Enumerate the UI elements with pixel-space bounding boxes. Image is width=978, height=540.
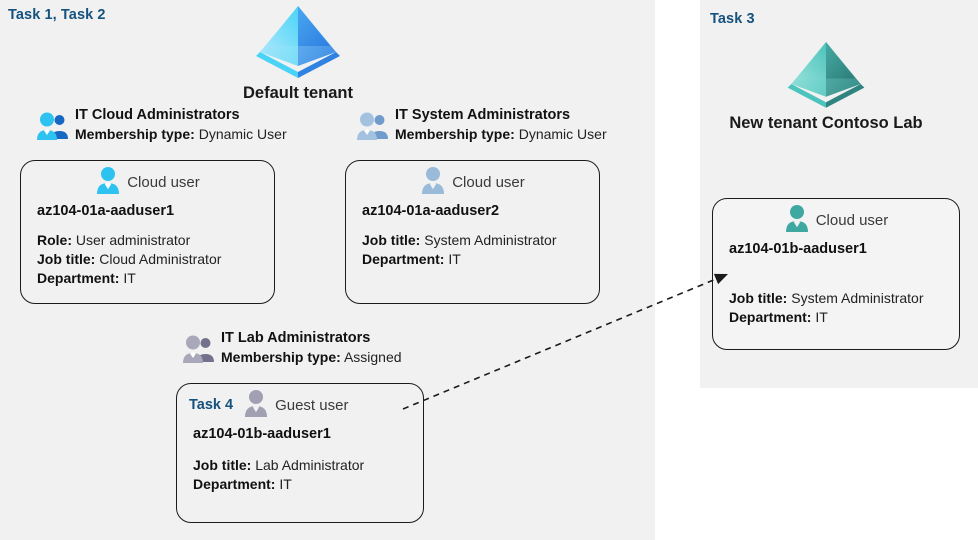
user-card-guest-az104-01b-aaduser1[interactable]: Task 4 Guest user az104-01b-aaduser1 Job… [176,383,424,523]
azure-ad-tenant-icon [726,38,926,113]
group-it-cloud-administrators: IT Cloud Administrators Membership type:… [36,106,287,146]
default-tenant-name: Default tenant [242,84,353,102]
attribute-label: Job title: [362,232,421,248]
attribute-label: Department: [193,476,276,492]
attribute-label: Job title: [193,457,252,473]
attribute-row: Department: IT [193,475,423,494]
group-text-block: IT System Administrators Membership type… [395,106,607,144]
group-text-block: IT Lab Administrators Membership type: A… [221,329,402,367]
username: az104-01a-aaduser1 [37,203,175,219]
card-header: Task 4 Guest user [177,389,423,422]
attribute-row: Job title: System Administrator [362,231,599,250]
cloud-user-icon [420,166,446,199]
attribute-value: Cloud Administrator [99,251,222,267]
group-name: IT Lab Administrators [221,330,371,346]
group-it-system-administrators: IT System Administrators Membership type… [356,106,607,146]
group-membership: Membership type: Dynamic User [395,125,607,144]
group-membership: Membership type: Assigned [221,348,402,367]
cloud-user-icon [95,166,121,199]
attribute-label: Department: [729,309,812,325]
task-label-3: Task 3 [710,11,755,27]
group-users-icon [356,111,390,146]
attribute-label: Department: [362,251,445,267]
card-header: Cloud user [346,166,599,199]
attribute-label: Role: [37,232,72,248]
membership-label: Membership type: [395,126,515,142]
attribute-label: Job title: [729,290,788,306]
user-card-cloud-az104-01b-aaduser1[interactable]: Cloud user az104-01b-aaduser1 Job title:… [712,198,960,350]
user-card-az104-01a-aaduser2[interactable]: Cloud user az104-01a-aaduser2 Job title:… [345,160,600,304]
membership-label: Membership type: [75,126,195,142]
new-tenant-name-line2: Contoso Lab [821,114,923,132]
attribute-row: Job title: Cloud Administrator [37,250,274,269]
new-tenant-block: New tenant Contoso Lab [726,38,926,133]
guest-user-icon [243,389,269,422]
attribute-value: Lab Administrator [255,457,365,473]
azure-ad-tenant-icon [198,2,398,83]
group-name: IT Cloud Administrators [75,107,240,123]
membership-value: Assigned [343,349,402,365]
username: az104-01b-aaduser1 [729,241,867,257]
group-membership: Membership type: Dynamic User [75,125,287,144]
card-header: Cloud user [21,166,274,199]
membership-value: Dynamic User [198,126,287,142]
user-attributes: Job title: System Administrator Departme… [729,289,959,327]
attribute-value: IT [448,251,461,267]
group-text-block: IT Cloud Administrators Membership type:… [75,106,287,144]
group-name: IT System Administrators [395,107,571,123]
attribute-value: IT [279,476,292,492]
attribute-label: Job title: [37,251,96,267]
attribute-value: User administrator [75,232,191,248]
card-header: Cloud user [713,204,959,237]
cloud-user-icon [784,204,810,237]
attribute-row: Department: IT [362,250,599,269]
attribute-label: Department: [37,270,120,286]
user-type-label: Cloud user [815,211,889,229]
username: az104-01a-aaduser2 [362,203,500,219]
user-attributes: Job title: System Administrator Departme… [362,231,599,269]
attribute-row: Department: IT [37,269,274,288]
membership-label: Membership type: [221,349,341,365]
attribute-value: System Administrator [791,290,924,306]
attribute-row: Role: User administrator [37,231,274,250]
group-users-icon [182,334,216,369]
new-tenant-name-line1: New tenant [729,114,818,132]
user-type-label: Guest user [275,396,349,414]
task-label-1-2: Task 1, Task 2 [8,7,106,23]
username: az104-01b-aaduser1 [193,426,331,442]
user-attributes: Role: User administrator Job title: Clou… [37,231,274,288]
task-label-4: Task 4 [189,397,234,413]
attribute-value: IT [123,270,136,286]
attribute-row: Department: IT [729,308,959,327]
user-type-label: Cloud user [452,173,525,191]
user-attributes: Job title: Lab Administrator Department:… [193,456,423,494]
attribute-row: Job title: Lab Administrator [193,456,423,475]
default-tenant-block: Default tenant [198,2,398,103]
attribute-value: IT [815,309,828,325]
group-it-lab-administrators: IT Lab Administrators Membership type: A… [182,329,402,369]
attribute-row: Job title: System Administrator [729,289,959,308]
user-card-az104-01a-aaduser1[interactable]: Cloud user az104-01a-aaduser1 Role: User… [20,160,275,304]
attribute-value: System Administrator [424,232,557,248]
group-users-icon [36,111,70,146]
membership-value: Dynamic User [518,126,607,142]
user-type-label: Cloud user [127,173,200,191]
